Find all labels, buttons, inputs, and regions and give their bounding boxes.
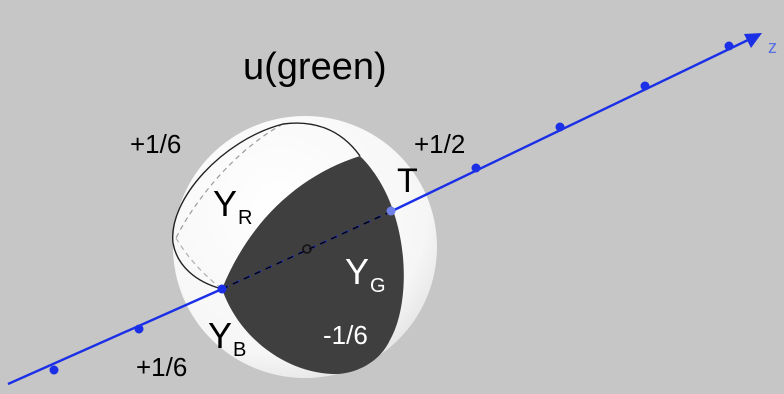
axis-point [49, 365, 59, 375]
axis-points [49, 41, 734, 375]
dark-region-yg [222, 156, 404, 375]
label-y-b-sub: B [233, 339, 247, 361]
sphere-center-point [302, 244, 312, 254]
z-axis-label: z [768, 37, 777, 57]
label-plus-one-sixth-bottom: +1/6 [136, 352, 188, 382]
label-y-r-sub: R [238, 207, 253, 229]
z-axis-upper [391, 38, 749, 213]
label-y-r: YR [213, 183, 253, 229]
axis-point [555, 122, 565, 132]
front-meridian [172, 122, 361, 290]
label-y-g-base: Y [345, 251, 370, 292]
axis-point [471, 163, 481, 173]
axis-point [134, 324, 144, 334]
label-t: T [397, 162, 418, 200]
label-plus-one-half: +1/2 [414, 129, 466, 159]
label-minus-one-sixth: -1/6 [323, 320, 368, 350]
axis-point [724, 41, 734, 51]
z-axis-lower [7, 287, 223, 386]
label-y-g-sub: G [370, 275, 386, 297]
diagram-title: u(green) [243, 46, 387, 88]
z-axis-arrowhead [744, 33, 762, 48]
axis-point [386, 206, 396, 216]
label-y-g: YG [345, 251, 386, 297]
label-y-b-base: Y [208, 315, 233, 356]
label-y-b: YB [208, 315, 247, 361]
axis-point [217, 284, 227, 294]
back-arc-dashed [175, 237, 223, 290]
label-plus-one-sixth-top: +1/6 [130, 129, 182, 159]
back-meridian-dashed [175, 123, 284, 239]
axis-point [640, 81, 650, 91]
label-y-r-base: Y [213, 183, 238, 224]
